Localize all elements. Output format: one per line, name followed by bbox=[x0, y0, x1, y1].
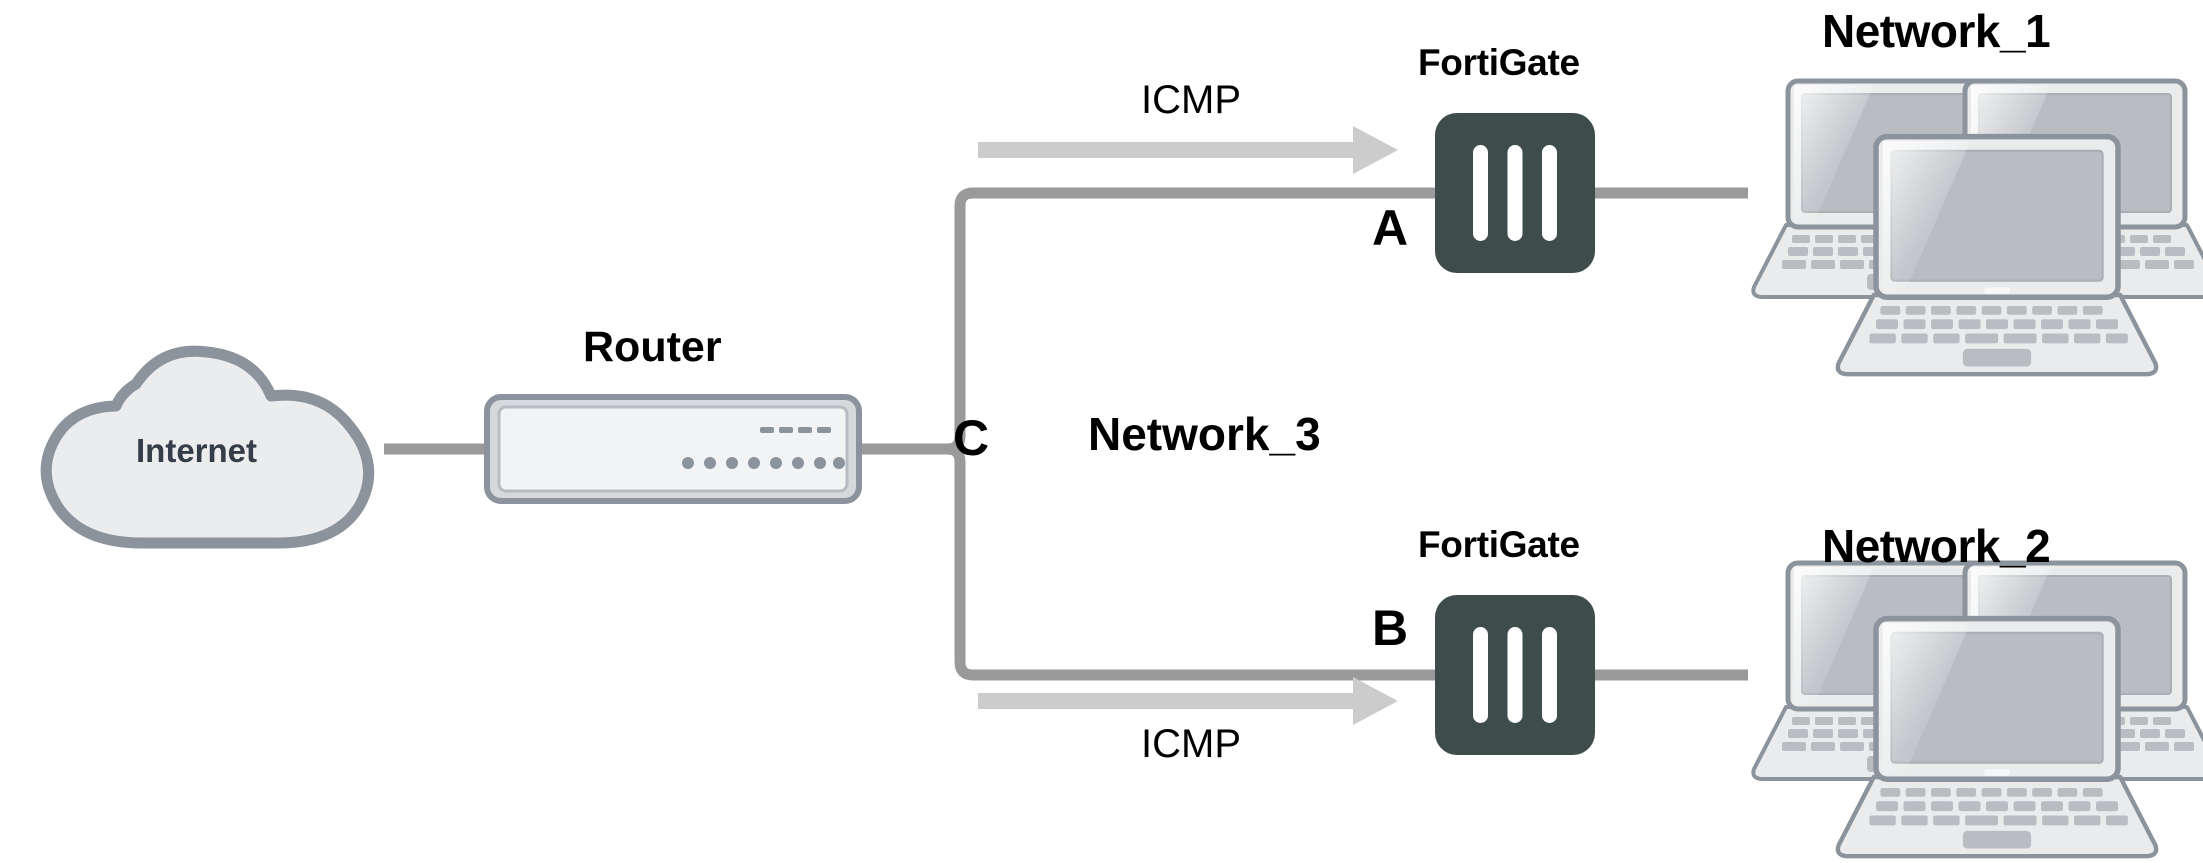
icmp-top-label: ICMP bbox=[1141, 78, 1241, 122]
icmp-arrow-top-icon bbox=[978, 126, 1398, 174]
network1-label: Network_1 bbox=[1822, 5, 2051, 57]
icmp-arrow-bottom-icon bbox=[978, 677, 1398, 725]
router-device bbox=[487, 397, 859, 501]
fortigate-a-label: FortiGate bbox=[1418, 42, 1580, 83]
network3-label: Network_3 bbox=[1088, 408, 1321, 460]
icmp-bottom-label: ICMP bbox=[1141, 722, 1241, 766]
router-label: Router bbox=[583, 323, 722, 371]
network1-laptops bbox=[1753, 81, 2203, 374]
network2-laptops bbox=[1753, 563, 2203, 856]
fortigate-a-device bbox=[1435, 113, 1595, 273]
fortigate-b-device bbox=[1435, 595, 1595, 755]
fortigate-a-node-id: A bbox=[1372, 200, 1409, 256]
link-lines bbox=[384, 187, 1748, 681]
internet-label: Internet bbox=[136, 432, 258, 469]
junction-label-c: C bbox=[953, 410, 990, 466]
fortigate-b-node-id: B bbox=[1372, 600, 1409, 656]
fortigate-b-label: FortiGate bbox=[1418, 524, 1580, 565]
link-junction-fortigate-b bbox=[938, 443, 1480, 681]
icmp-arrows bbox=[978, 126, 1398, 725]
network2-label: Network_2 bbox=[1822, 520, 2051, 572]
